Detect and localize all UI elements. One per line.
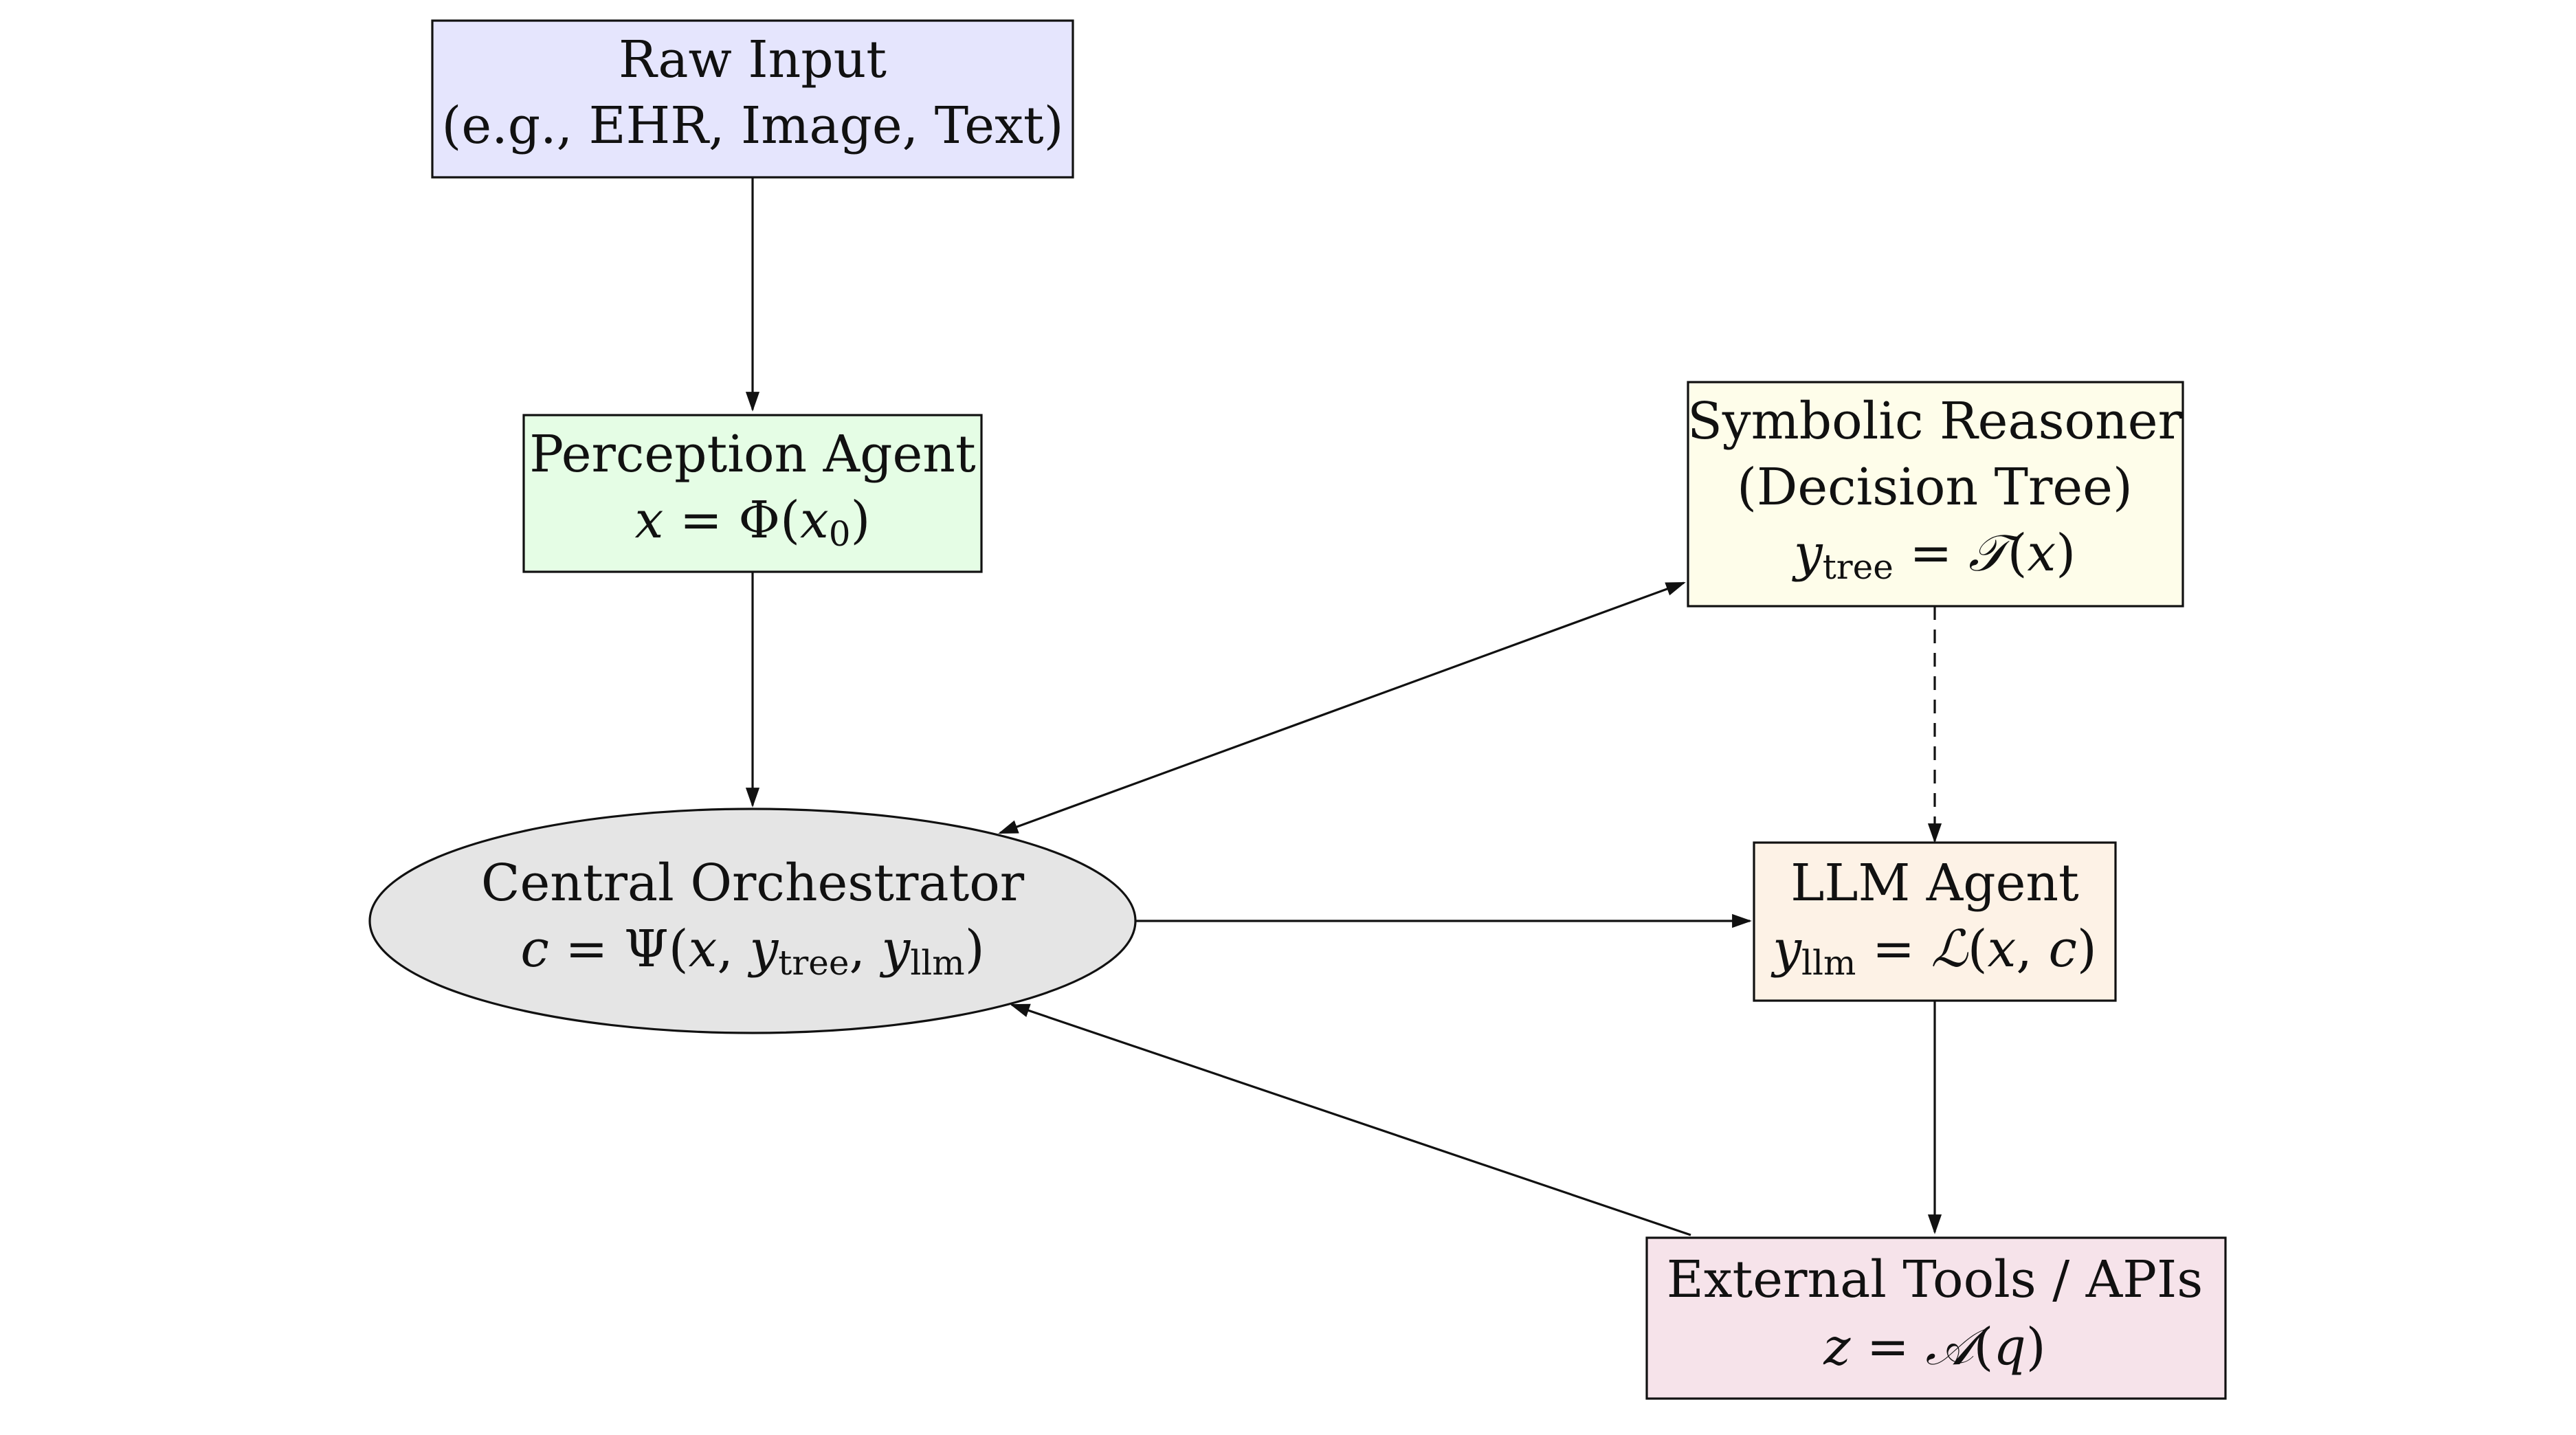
central-orchestrator-ellipse: [368, 808, 1137, 1034]
perception-agent-formula: x = Φ(x0): [635, 491, 871, 554]
edges: [745, 177, 1942, 1236]
edge-orchestrator-symbolic-bidirectional: [998, 581, 1686, 834]
external-tools-box: [1645, 1236, 2227, 1400]
node-symbolic-reasoner: Symbolic Reasoner (Decision Tree) ytree …: [1687, 381, 2184, 608]
node-external-tools: External Tools / APIs z = 𝒜(q): [1645, 1236, 2227, 1400]
central-orchestrator-title: Central Orchestrator: [481, 854, 1025, 913]
symbolic-reasoner-title: Symbolic Reasoner: [1687, 392, 2183, 451]
llm-agent-title: LLM Agent: [1790, 854, 2079, 913]
raw-input-title: Raw Input: [619, 30, 887, 89]
central-orchestrator-formula: c = Ψ(x, ytree, yllm): [520, 920, 984, 983]
perception-agent-box: [522, 414, 983, 573]
node-raw-input: Raw Input (e.g., EHR, Image, Text): [431, 19, 1074, 179]
perception-agent-title: Perception Agent: [529, 425, 976, 484]
symbolic-reasoner-formula: ytree = 𝒯(x): [1792, 524, 2076, 587]
symbolic-reasoner-subtitle: (Decision Tree): [1737, 458, 2133, 517]
external-tools-formula: z = 𝒜(q): [1823, 1317, 2045, 1377]
raw-input-box: [431, 19, 1074, 179]
external-tools-title: External Tools / APIs: [1667, 1250, 2203, 1309]
llm-agent-box: [1753, 841, 2117, 1002]
symbolic-reasoner-box: [1687, 381, 2184, 608]
edge-tools-to-orchestrator: [1010, 1003, 1691, 1236]
llm-agent-formula: yllm = ℒ(x, c): [1770, 920, 2097, 983]
node-llm-agent: LLM Agent yllm = ℒ(x, c): [1753, 841, 2117, 1002]
node-central-orchestrator: Central Orchestrator c = Ψ(x, ytree, yll…: [368, 808, 1137, 1034]
node-perception-agent: Perception Agent x = Φ(x0): [522, 414, 983, 573]
raw-input-subtitle: (e.g., EHR, Image, Text): [442, 96, 1064, 155]
